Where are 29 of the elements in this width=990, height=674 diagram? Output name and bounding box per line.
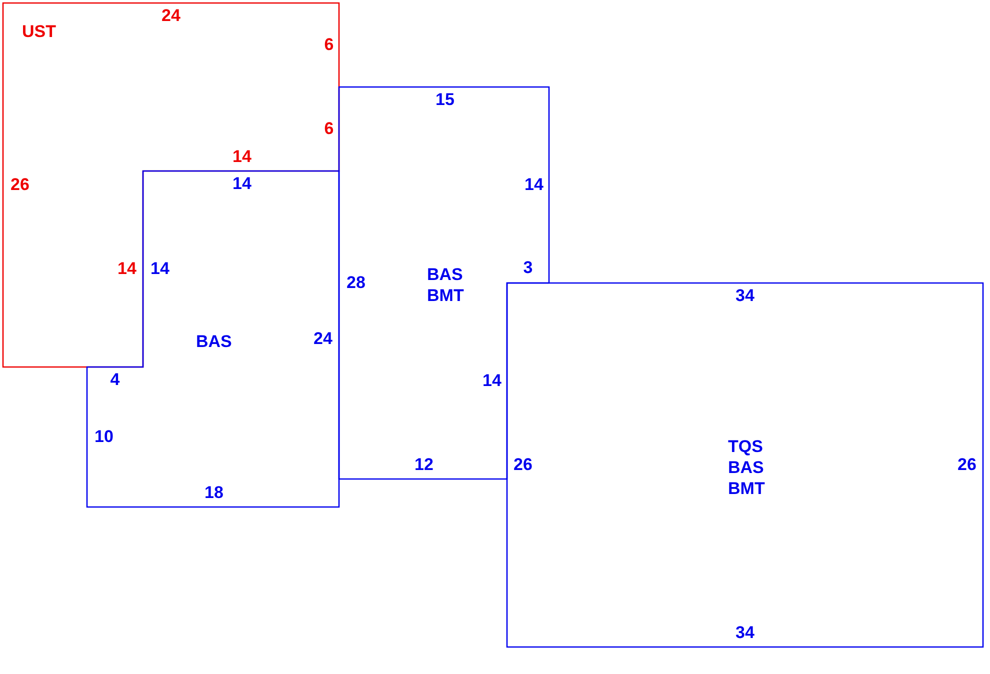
room-label: BAS: [728, 457, 764, 478]
dimension-label: 15: [436, 91, 454, 109]
dimension-label: 6: [324, 120, 334, 138]
room-label: BAS: [427, 264, 463, 285]
dimension-label: 28: [346, 274, 366, 292]
dimension-label: 26: [958, 456, 976, 474]
dimension-label: 18: [204, 484, 224, 502]
dimension-label: 24: [314, 330, 332, 348]
dimension-label: 26: [514, 456, 532, 474]
dimension-label: 34: [736, 287, 754, 305]
dimension-label: 24: [162, 7, 180, 25]
dimension-label: 34: [736, 624, 754, 642]
dimension-label: 14: [232, 148, 252, 166]
room-label: TQS: [728, 436, 763, 457]
room-label: BMT: [427, 285, 464, 306]
room-label: UST: [22, 21, 56, 42]
dimension-label: 14: [482, 372, 502, 390]
dimension-label: 14: [150, 260, 170, 278]
dimension-label: 14: [118, 260, 136, 278]
dimension-label: 6: [324, 36, 334, 54]
dimension-label: 3: [523, 259, 533, 277]
room-label: BMT: [728, 478, 765, 499]
dimension-label: 4: [110, 371, 120, 389]
room-label: BAS: [196, 331, 232, 352]
dimension-label: 10: [94, 428, 114, 446]
dimension-label: 26: [10, 176, 30, 194]
dimension-label: 12: [414, 456, 434, 474]
dimension-label: 14: [232, 175, 252, 193]
dimension-label: 14: [524, 176, 544, 194]
